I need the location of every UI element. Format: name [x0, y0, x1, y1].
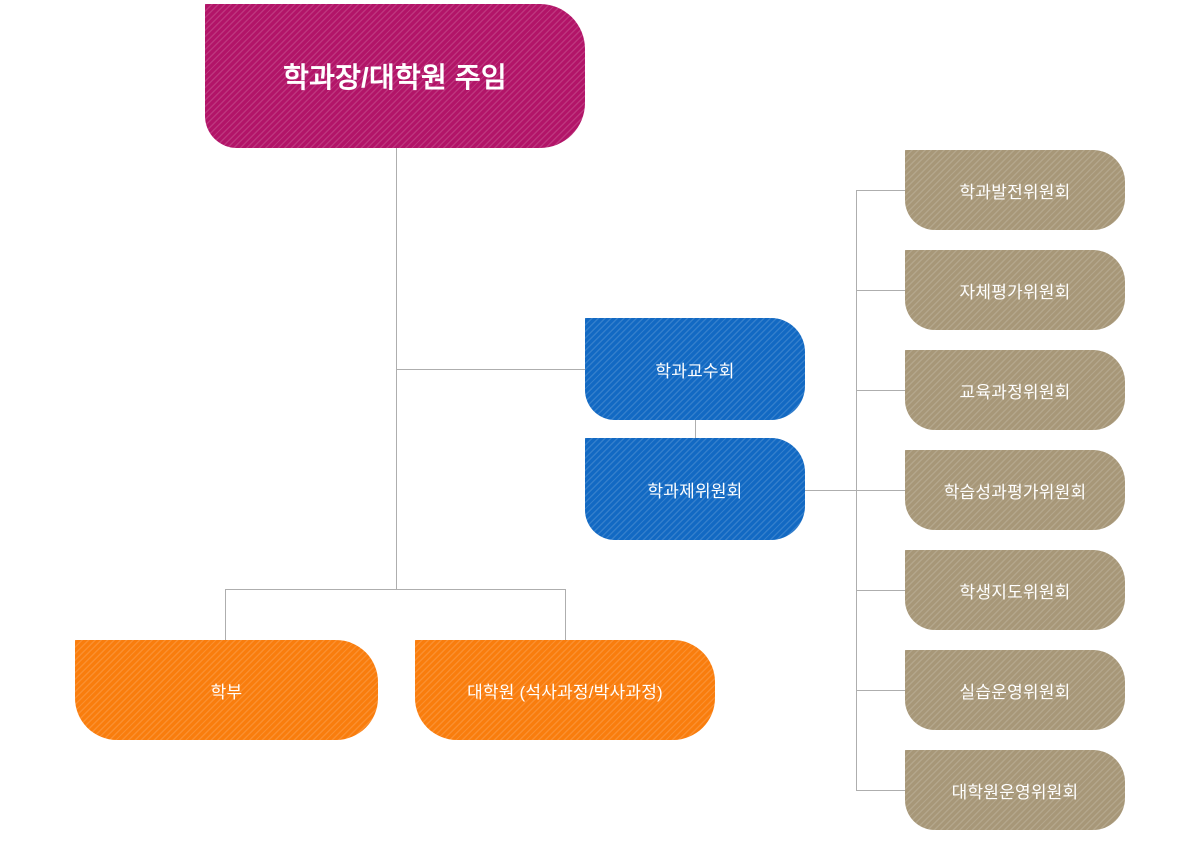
connector-stub-committee-7 — [856, 790, 905, 791]
org-node-department-committees-council-label: 학과제위원회 — [647, 481, 743, 501]
connector-drop-undergraduate — [225, 589, 226, 640]
connector-drop-graduate — [565, 589, 566, 640]
org-node-committee-development: 학과발전위원회 — [905, 150, 1125, 230]
org-node-faculty-council: 학과교수회 — [585, 318, 805, 420]
org-node-committee-graduate-operation-label: 대학원운영위원회 — [951, 782, 1079, 802]
connector-root-trunk — [396, 148, 397, 589]
connector-stub-committee-1 — [856, 190, 905, 191]
org-node-faculty-council-label: 학과교수회 — [655, 361, 735, 381]
org-node-committee-student-guidance: 학생지도위원회 — [905, 550, 1125, 630]
connector-faculty-council-to-committees-council — [695, 420, 696, 438]
org-node-committee-learning-outcomes-label: 학습성과평가위원회 — [943, 482, 1087, 502]
org-node-committee-learning-outcomes: 학습성과평가위원회 — [905, 450, 1125, 530]
org-node-department-head-label: 학과장/대학원 주임 — [283, 62, 507, 93]
org-node-committee-self-evaluation: 자체평가위원회 — [905, 250, 1125, 330]
org-node-graduate-school: 대학원 (석사과정/박사과정) — [415, 640, 715, 740]
org-node-committee-self-evaluation-label: 자체평가위원회 — [959, 282, 1071, 302]
org-node-department-head: 학과장/대학원 주임 — [205, 4, 585, 148]
connector-committees-council-to-trunk — [805, 490, 905, 491]
org-node-undergraduate: 학부 — [75, 640, 378, 740]
org-node-committee-development-label: 학과발전위원회 — [959, 182, 1071, 202]
org-node-committee-practice-operation-label: 실습운영위원회 — [959, 682, 1071, 702]
connector-stub-committee-5 — [856, 590, 905, 591]
org-node-committee-curriculum-label: 교육과정위원회 — [959, 382, 1071, 402]
connector-root-to-faculty-council — [396, 369, 585, 370]
connector-stub-committee-6 — [856, 690, 905, 691]
connector-stub-committee-2 — [856, 290, 905, 291]
org-node-committee-practice-operation: 실습운영위원회 — [905, 650, 1125, 730]
org-node-committee-graduate-operation: 대학원운영위원회 — [905, 750, 1125, 830]
org-node-graduate-school-label: 대학원 (석사과정/박사과정) — [467, 682, 663, 702]
org-node-department-committees-council: 학과제위원회 — [585, 438, 805, 540]
connector-programs-crossbar — [225, 589, 566, 590]
connector-stub-committee-3 — [856, 390, 905, 391]
org-node-committee-curriculum: 교육과정위원회 — [905, 350, 1125, 430]
org-node-committee-student-guidance-label: 학생지도위원회 — [959, 582, 1071, 602]
connector-committee-trunk — [856, 190, 857, 790]
org-node-undergraduate-label: 학부 — [210, 682, 243, 702]
